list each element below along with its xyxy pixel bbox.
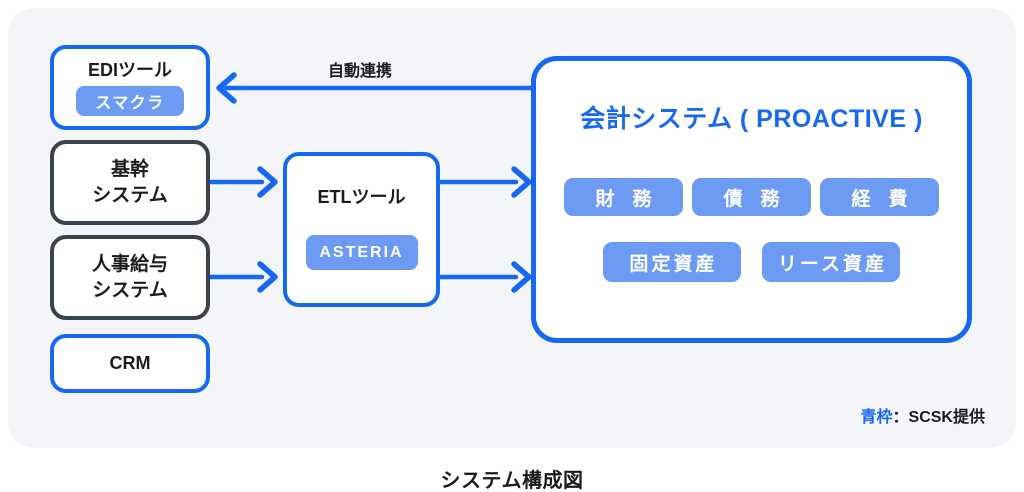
core-system-line1: 基幹 (110, 159, 149, 181)
core-system-title: 基幹 システム (92, 157, 167, 207)
node-accounting-system: 会計システム ( PROACTIVE ) 財務 債務 経費 固定資産 リース資産 (531, 56, 972, 343)
module-badge-lease-assets-label: リース資産 (777, 253, 888, 275)
core-system-line2: システム (92, 184, 168, 206)
hr-payroll-title: 人事給与 システム (92, 252, 168, 302)
crm-title: CRM (109, 352, 151, 373)
edi-product-badge: スマクラ (76, 86, 184, 117)
node-edi-tool: EDIツール スマクラ (50, 45, 210, 130)
accounting-modules-row1: 財務 債務 経費 (564, 178, 939, 216)
legend-blue-frame-label: 青枠 (860, 409, 893, 426)
module-badge-finance: 財務 (564, 178, 683, 216)
module-badge-expenses: 経費 (820, 178, 939, 216)
node-crm: CRM (50, 334, 210, 393)
module-badge-payables-label: 債務 (723, 188, 798, 210)
module-badge-fixed-assets-label: 固定資産 (629, 253, 718, 275)
legend-provider-label: ：SCSK提供 (892, 409, 985, 426)
hr-payroll-line2: システム (92, 279, 168, 301)
legend: 青枠：SCSK提供 (861, 403, 985, 427)
module-badge-lease-assets: リース資産 (762, 242, 900, 282)
hr-payroll-line1: 人事給与 (91, 254, 168, 276)
module-badge-payables: 債務 (692, 178, 811, 216)
accounting-modules-row2: 固定資産 リース資産 (603, 242, 900, 282)
edi-tool-title: EDIツール (87, 59, 172, 80)
diagram-caption: システム構成図 (440, 470, 584, 492)
module-badge-expenses-label: 経費 (851, 188, 926, 210)
node-etl-tool: ETLツール ASTERIA (283, 152, 440, 307)
accounting-system-title: 会計システム ( PROACTIVE ) (580, 105, 923, 133)
node-core-system: 基幹 システム (50, 140, 210, 225)
etl-tool-title: ETLツール (317, 187, 406, 207)
auto-link-label: 自動連携 (327, 63, 392, 80)
module-badge-finance-label: 財務 (595, 188, 670, 210)
module-badge-fixed-assets: 固定資産 (603, 242, 741, 282)
etl-product-badge: ASTERIA (305, 235, 418, 271)
node-hr-payroll-system: 人事給与 システム (50, 235, 210, 320)
